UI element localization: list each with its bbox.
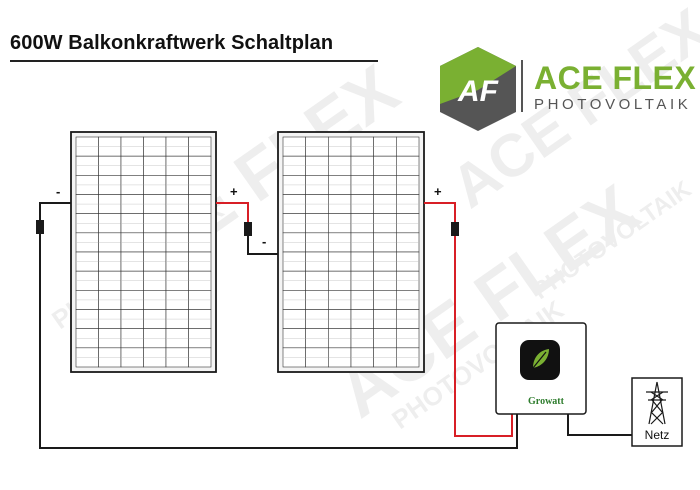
connector-mc4-2 xyxy=(244,222,252,236)
connector-mc4-1 xyxy=(36,220,44,234)
title-underline xyxy=(10,60,378,62)
inverter xyxy=(495,322,587,415)
panel2-negative-label: - xyxy=(262,234,267,249)
panel1-negative-label: - xyxy=(56,184,61,199)
grid-label: Netz xyxy=(644,428,670,442)
negative-wire-main xyxy=(39,202,518,449)
leaf-icon xyxy=(532,349,549,369)
logo-badge: AF xyxy=(440,47,523,131)
logo-subtitle: PHOTOVOLTAIK xyxy=(534,96,692,113)
page-title: 600W Balkonkraftwerk Schaltplan xyxy=(10,32,334,54)
logo-monogram: AF xyxy=(457,75,499,108)
ac-wire xyxy=(567,414,632,436)
solar-panels xyxy=(70,131,425,373)
grid-box xyxy=(631,377,683,447)
logo-wordmark: ACE FLEX PHOTOVOLTAIK xyxy=(534,62,696,114)
solar-panel xyxy=(70,131,217,373)
series-wire-positive xyxy=(216,202,249,222)
inverter-brand: Growatt xyxy=(528,396,564,407)
solar-panel xyxy=(277,131,425,373)
logo-brand: ACE FLEX xyxy=(534,60,697,96)
positive-wire-main xyxy=(424,202,513,437)
panel2-positive-label: + xyxy=(434,184,442,199)
connector-mc4-3 xyxy=(451,222,459,236)
power-pylon-icon xyxy=(646,381,668,425)
series-wire-negative xyxy=(247,236,278,255)
panel1-positive-label: + xyxy=(230,184,238,199)
